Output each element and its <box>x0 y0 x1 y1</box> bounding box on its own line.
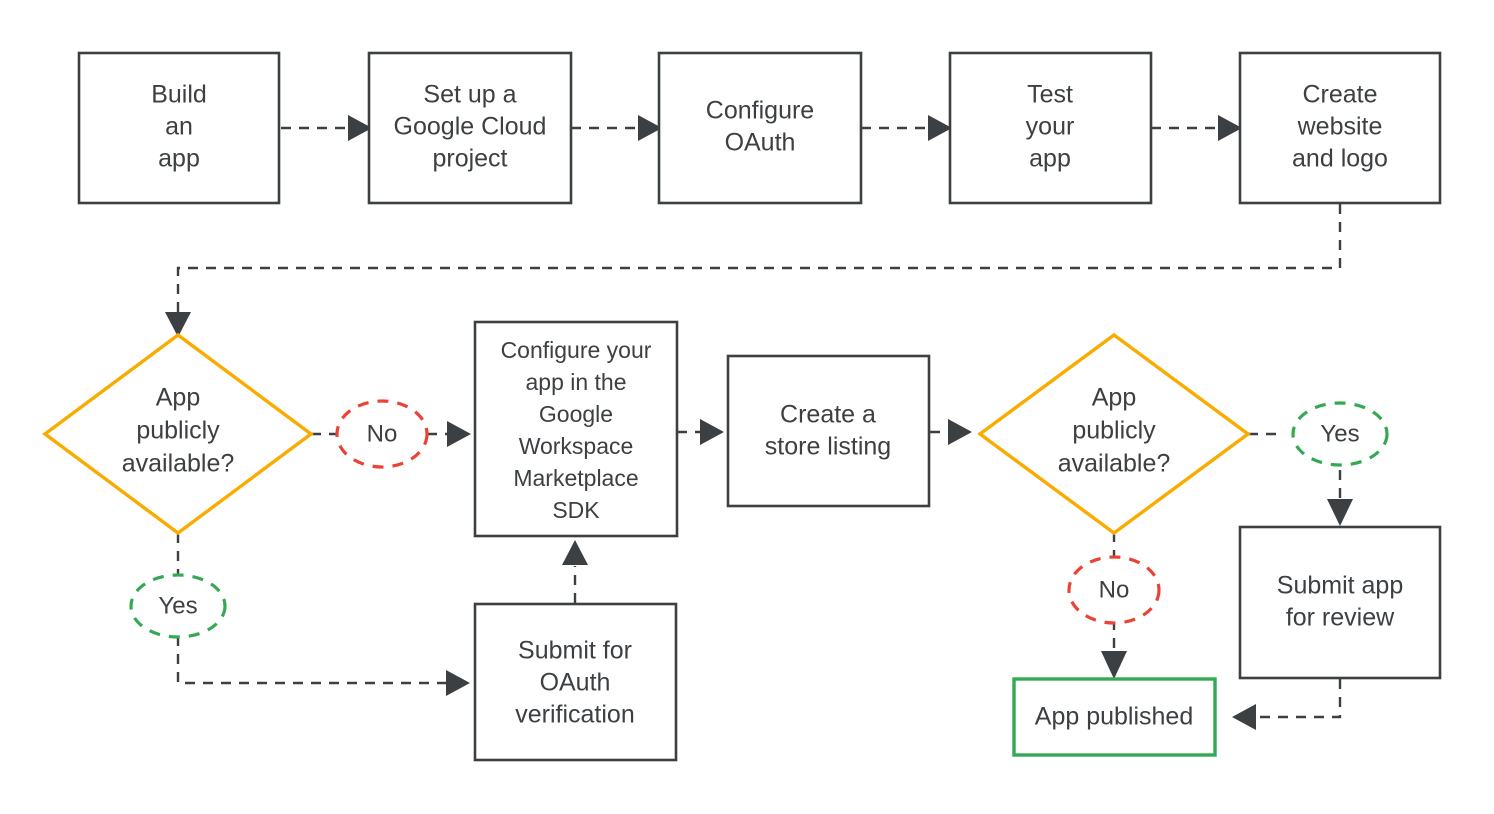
node-decision-two[interactable]: App publicly available? <box>977 332 1251 536</box>
node-test-app-line-1: Test <box>1027 81 1073 109</box>
node-gcp-project-line-2: Google Cloud <box>394 113 547 141</box>
node-oauth-verification-line-2: OAuth <box>540 669 611 697</box>
node-gcp-project[interactable]: Set up a Google Cloud project <box>367 51 573 205</box>
edge-decision-one-no-to-configure-sdk <box>311 421 471 447</box>
edge-label-decision-two-yes-text: Yes <box>1320 420 1359 447</box>
node-oauth-verification-line-3: verification <box>515 701 635 729</box>
edge-gcp-project-to-configure-oauth <box>571 115 662 141</box>
node-app-published-line-1: App published <box>1035 703 1193 731</box>
node-test-app[interactable]: Test your app <box>948 51 1153 205</box>
edge-label-decision-one-no-text: No <box>367 420 398 447</box>
node-app-published[interactable]: App published <box>1012 677 1217 757</box>
node-configure-oauth-line-2: OAuth <box>725 129 796 157</box>
node-build-app-line-3: app <box>158 145 200 173</box>
node-decision-one-line-1: App <box>156 384 200 412</box>
edge-decision-two-yes-to-submit-review <box>1248 432 1353 526</box>
node-decision-two-line-2: publicly <box>1072 417 1156 445</box>
node-decision-two-line-1: App <box>1092 384 1136 412</box>
node-website-logo-line-3: and logo <box>1292 145 1388 173</box>
node-submit-review-line-1: Submit app <box>1277 572 1403 600</box>
node-submit-review[interactable]: Submit app for review <box>1238 525 1442 680</box>
node-configure-sdk-line-5: Marketplace <box>513 465 638 491</box>
edge-layer <box>165 115 1353 730</box>
edge-label-decision-two-no: No <box>1067 555 1161 625</box>
node-decision-one-line-3: available? <box>122 450 235 478</box>
edge-build-app-to-gcp-project <box>281 115 372 141</box>
node-configure-sdk-line-2: app in the <box>525 369 626 395</box>
edge-decision-one-yes-to-oauth-verification <box>176 533 470 696</box>
node-build-app[interactable]: Build an app <box>77 51 281 205</box>
node-configure-oauth[interactable]: Configure OAuth <box>657 51 863 205</box>
node-build-app-line-2: an <box>165 113 193 141</box>
node-oauth-verification[interactable]: Submit for OAuth verification <box>473 602 678 762</box>
node-decision-two-line-3: available? <box>1058 450 1171 478</box>
edge-submit-review-to-app-published <box>1232 679 1342 730</box>
node-configure-sdk-line-1: Configure your <box>501 337 652 363</box>
node-configure-sdk[interactable]: Configure your app in the Google Workspa… <box>473 320 679 538</box>
node-website-logo-line-2: website <box>1297 113 1383 141</box>
edge-label-decision-two-yes: Yes <box>1291 401 1389 467</box>
edge-configure-sdk-to-store-listing <box>677 419 724 445</box>
node-test-app-line-2: your <box>1026 113 1075 141</box>
node-submit-review-line-2: for review <box>1286 604 1395 632</box>
node-configure-sdk-line-4: Workspace <box>519 433 634 459</box>
node-store-listing[interactable]: Create a store listing <box>726 354 931 508</box>
node-decision-one[interactable]: App publicly available? <box>42 332 314 536</box>
node-test-app-line-3: app <box>1029 145 1071 173</box>
node-website-logo[interactable]: Create website and logo <box>1238 51 1442 205</box>
node-oauth-verification-line-1: Submit for <box>518 637 632 665</box>
edge-label-decision-one-yes-text: Yes <box>158 592 197 619</box>
node-gcp-project-line-3: project <box>432 145 507 173</box>
edge-configure-oauth-to-test-app <box>861 115 952 141</box>
node-store-listing-line-2: store listing <box>765 433 891 461</box>
node-website-logo-line-1: Create <box>1302 81 1377 109</box>
node-configure-oauth-line-1: Configure <box>706 97 814 125</box>
edge-label-decision-two-no-text: No <box>1099 576 1130 603</box>
edge-test-app-to-website-logo <box>1151 115 1242 141</box>
node-gcp-project-line-1: Set up a <box>423 81 516 109</box>
edge-website-logo-to-decision-one <box>165 204 1342 337</box>
edge-label-decision-one-yes: Yes <box>129 573 227 639</box>
node-store-listing-line-1: Create a <box>780 401 876 429</box>
node-configure-sdk-line-6: SDK <box>552 497 600 523</box>
edge-decision-two-no-to-app-published <box>1101 532 1127 679</box>
edge-store-listing-to-decision-two <box>930 419 972 445</box>
node-decision-one-line-2: publicly <box>136 417 220 445</box>
edge-oauth-verification-to-configure-sdk <box>562 540 588 603</box>
node-build-app-line-1: Build <box>151 81 207 109</box>
edge-label-decision-one-no: No <box>335 399 429 469</box>
node-configure-sdk-line-3: Google <box>539 401 613 427</box>
